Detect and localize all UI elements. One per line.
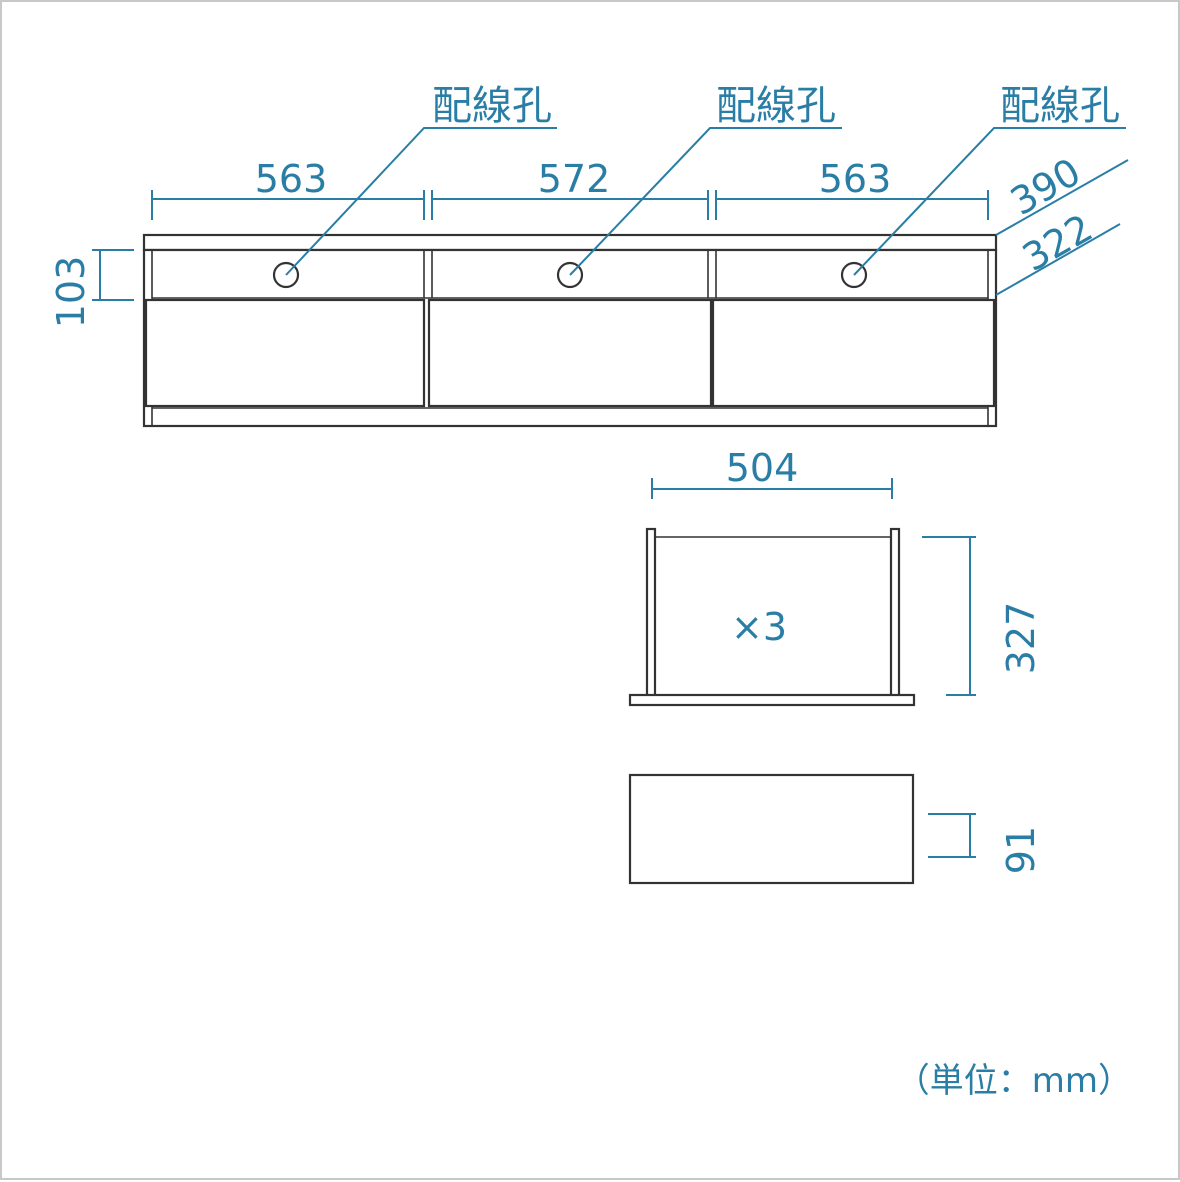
drawer-front-right bbox=[711, 298, 996, 408]
top-board bbox=[142, 233, 998, 252]
drawer-top-view bbox=[628, 527, 916, 707]
hole-label-left: 配線孔 bbox=[432, 83, 552, 129]
drawer-depth-dimension bbox=[922, 536, 976, 696]
width-center-label: 572 bbox=[538, 157, 611, 201]
drawer-front-left bbox=[144, 298, 426, 408]
width-dimensions bbox=[151, 190, 989, 220]
drawer-count-label: ×3 bbox=[731, 605, 787, 649]
drawer-front-center bbox=[427, 298, 713, 408]
drawer-front-panel bbox=[628, 693, 916, 707]
drawer-front-view bbox=[628, 773, 915, 885]
drawer-height-label: 91 bbox=[999, 826, 1043, 874]
drawer-width-label: 504 bbox=[726, 446, 799, 490]
drawer-height-dimension bbox=[928, 813, 976, 858]
drawer-depth-label: 327 bbox=[999, 602, 1043, 675]
drawer-width-dimension bbox=[651, 478, 893, 499]
unit-note: （単位：mm） bbox=[896, 1061, 1132, 1101]
hole-label-right: 配線孔 bbox=[1000, 83, 1120, 129]
hole-label-center: 配線孔 bbox=[716, 83, 836, 129]
hole-leaders bbox=[285, 127, 1126, 276]
depth-leaders bbox=[995, 159, 1129, 296]
shelf-height-label: 103 bbox=[49, 256, 93, 329]
width-right-label: 563 bbox=[819, 157, 892, 201]
front-view bbox=[142, 233, 998, 428]
width-left-label: 563 bbox=[255, 157, 328, 201]
shelf-height-dimension bbox=[92, 249, 134, 301]
